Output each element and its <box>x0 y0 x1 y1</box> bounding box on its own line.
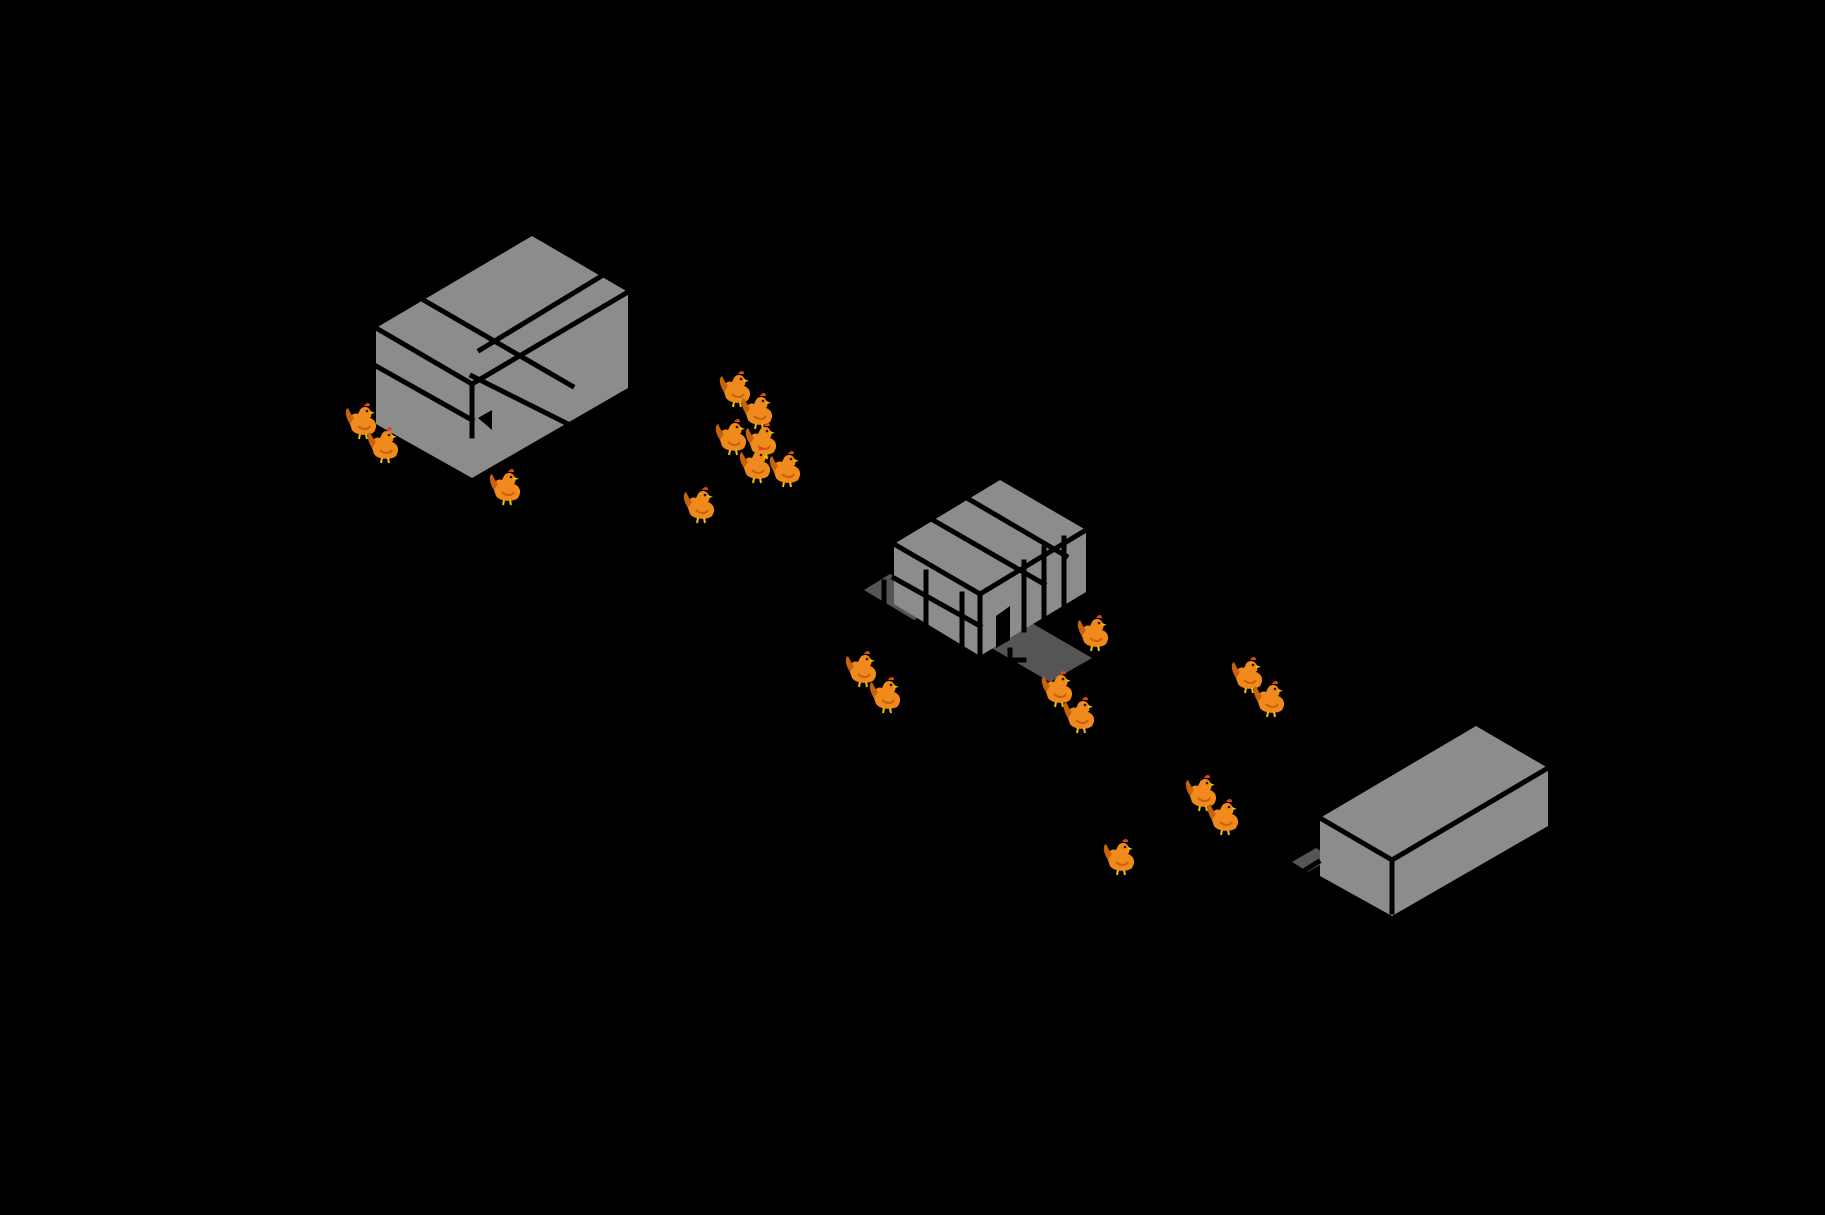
chicken-icon <box>1062 696 1096 734</box>
chicken-icon <box>768 450 802 488</box>
chicken-icon <box>1230 656 1264 694</box>
chicken-icon <box>1102 838 1136 876</box>
chicken-icon <box>1184 774 1218 812</box>
chicken-icon <box>1076 614 1110 652</box>
center-building-block <box>864 480 1092 682</box>
chicken-icon <box>344 402 378 440</box>
chicken-icon <box>868 676 902 714</box>
chicken-icon <box>714 418 748 456</box>
left-building-block <box>372 236 632 478</box>
right-building-block <box>1292 726 1552 916</box>
chicken-icon <box>488 468 522 506</box>
chicken-icon <box>682 486 716 524</box>
chicken-icon <box>844 650 878 688</box>
